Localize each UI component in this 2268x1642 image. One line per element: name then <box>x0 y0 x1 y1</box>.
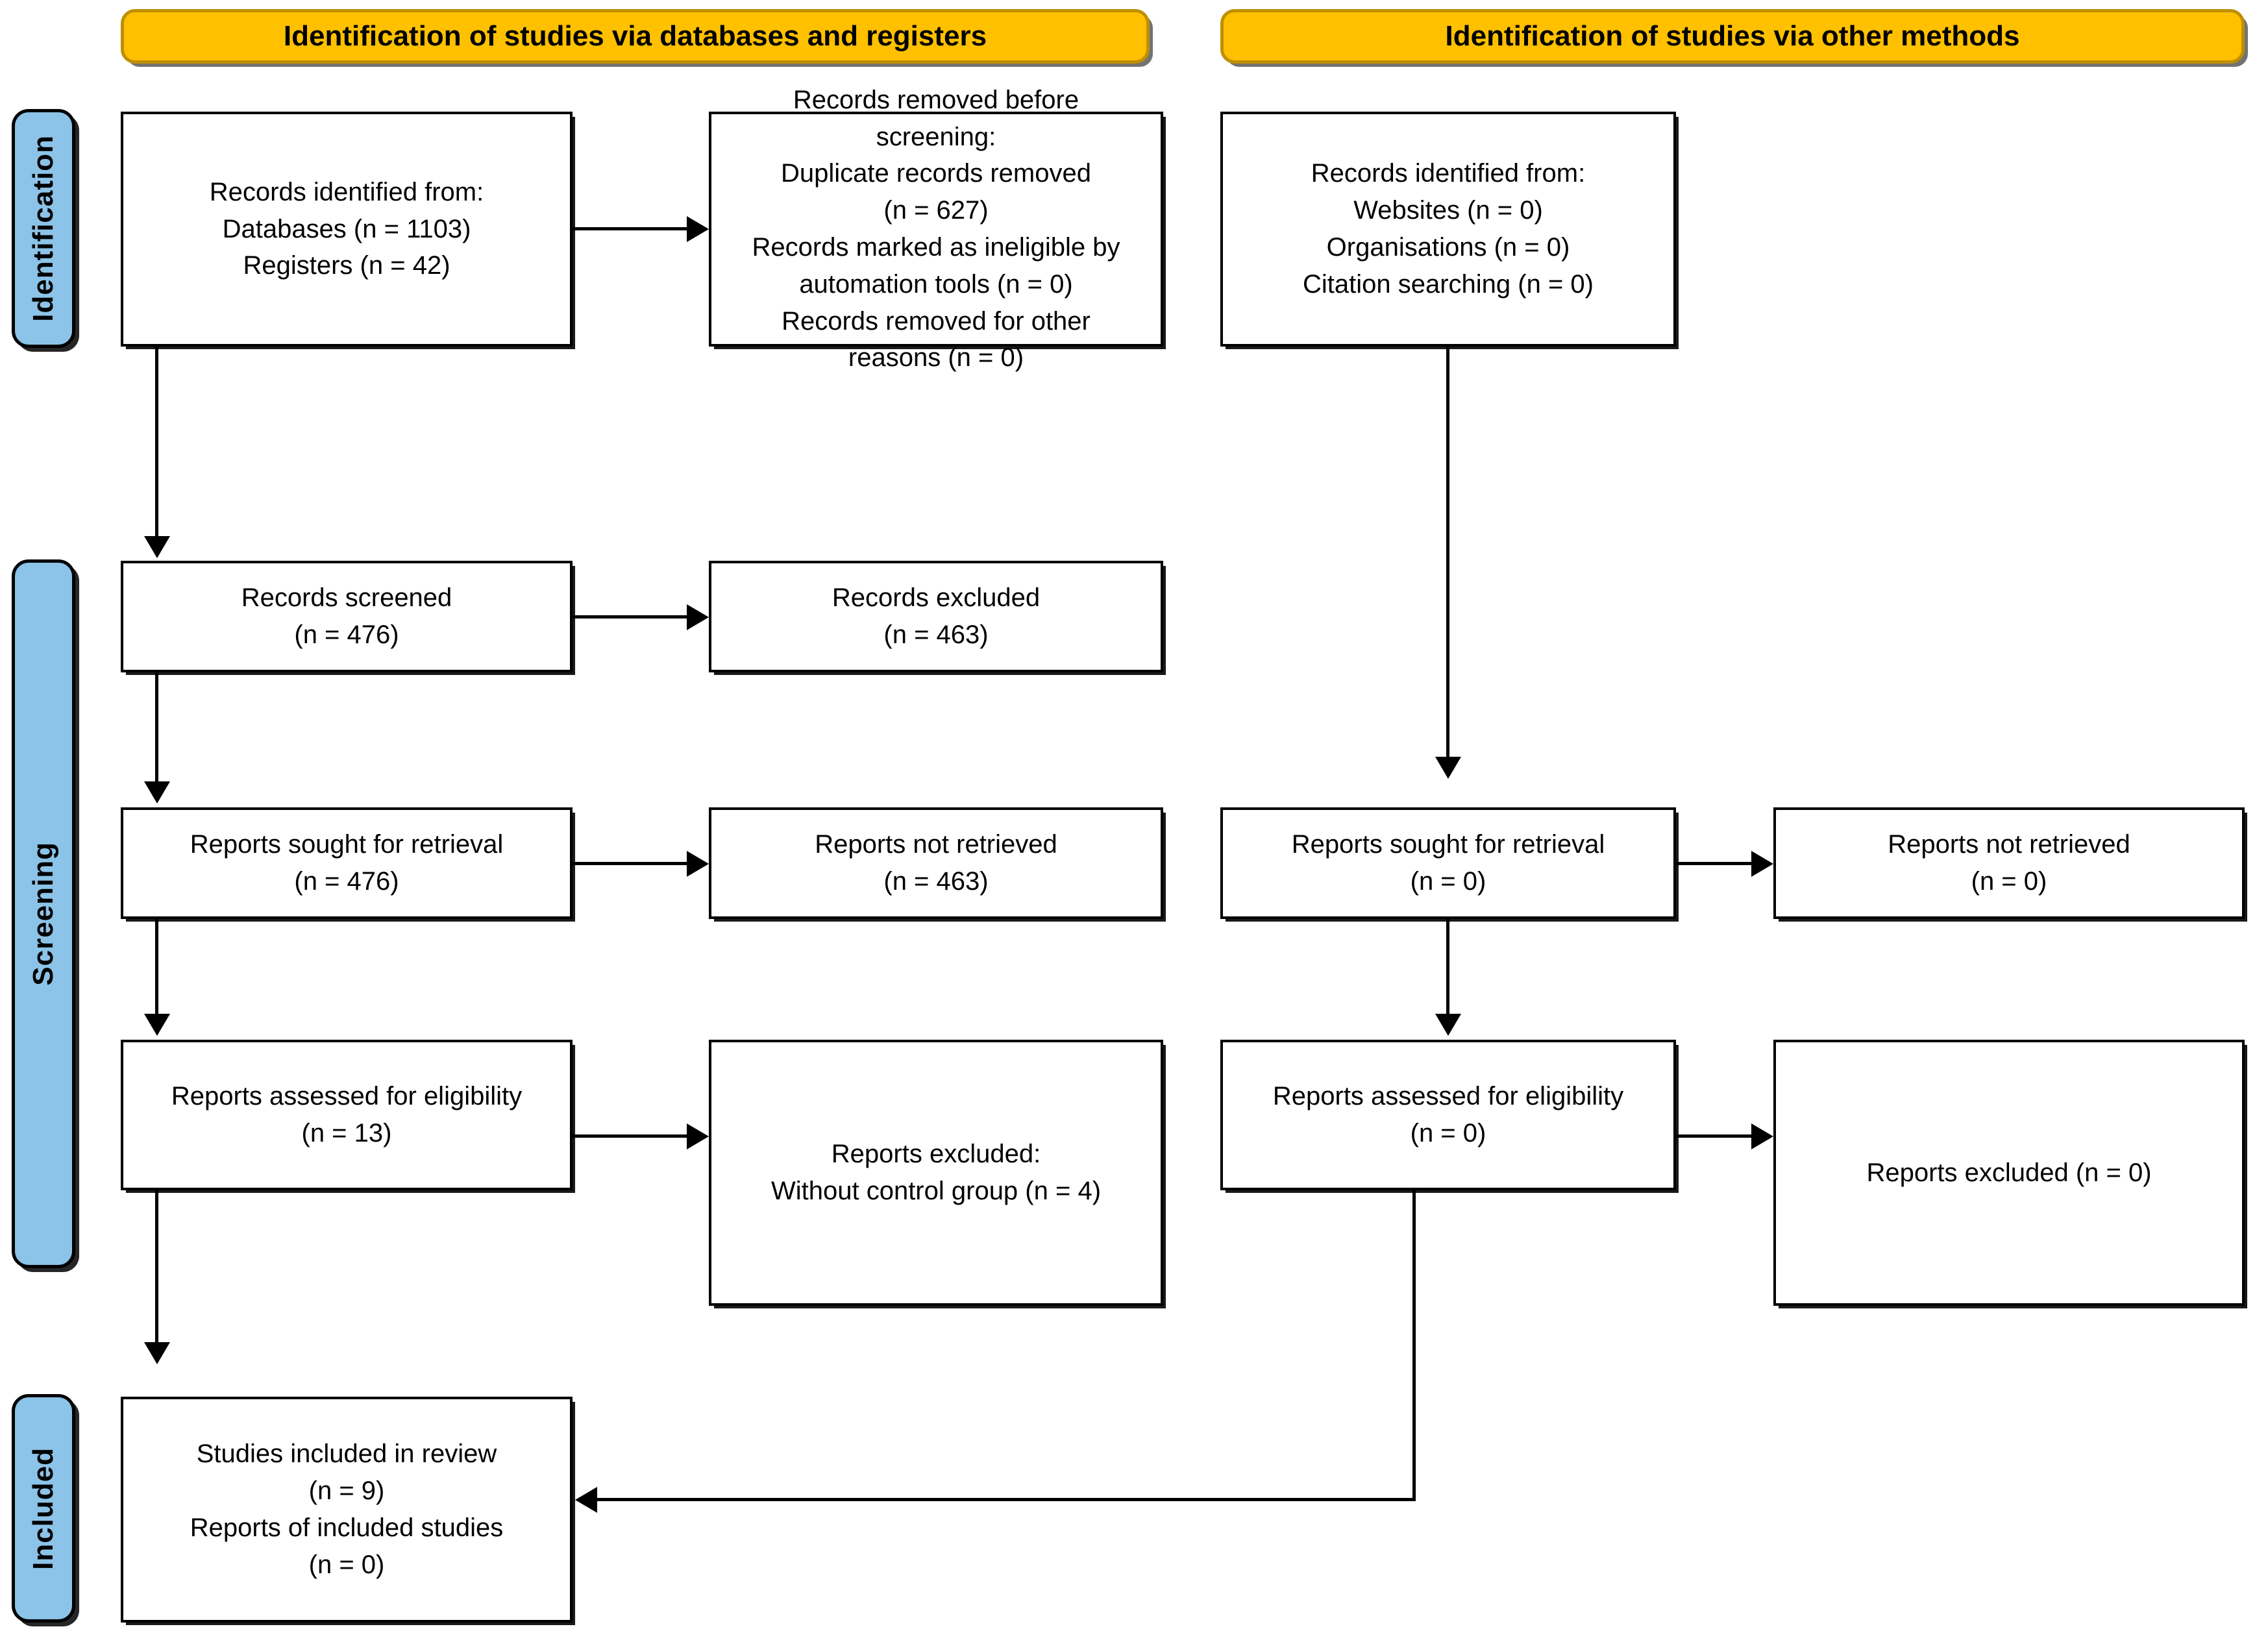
arrowhead-sought-to-assessed <box>144 1014 170 1036</box>
box-other-reports-not-retrieved-text: Reports not retrieved (n = 0) <box>1888 830 2130 896</box>
arrowhead-assessed-to-studies-included <box>144 1342 170 1364</box>
box-other-reports-not-retrieved: Reports not retrieved (n = 0) <box>1773 807 2245 919</box>
box-other-records-identified: Records identified from: Websites (n = 0… <box>1220 112 1676 347</box>
box-reports-excluded: Reports excluded: Without control group … <box>709 1040 1163 1306</box>
connector-other-assessed-elbow-horizontal <box>597 1498 1416 1501</box>
arrowhead-sought-to-not-retrieved <box>687 851 709 877</box>
box-reports-assessed-text: Reports assessed for eligibility (n = 13… <box>171 1082 523 1147</box>
banner-other-methods: Identification of studies via other meth… <box>1220 9 2245 64</box>
connector-other-assessed-to-reports-excluded <box>1676 1134 1753 1138</box>
banner-databases-registers-label: Identification of studies via databases … <box>283 20 987 52</box>
connector-other-sought-to-assessed <box>1446 919 1449 1016</box>
arrowhead-other-identified-to-sought <box>1435 757 1461 779</box>
stage-bar-identification-label: Identification <box>27 135 59 322</box>
box-reports-not-retrieved: Reports not retrieved (n = 463) <box>709 807 1163 919</box>
box-records-screened: Records screened (n = 476) <box>121 561 573 672</box>
box-reports-sought-text: Reports sought for retrieval (n = 476) <box>190 830 504 896</box>
connector-sought-to-assessed <box>155 919 158 1016</box>
arrowhead-other-assessed-to-reports-excluded <box>1751 1123 1773 1149</box>
arrowhead-other-sought-to-not-retrieved <box>1751 851 1773 877</box>
stage-bar-identification: Identification <box>12 109 75 348</box>
arrowhead-assessed-to-reports-excluded <box>687 1123 709 1149</box>
connector-other-sought-to-not-retrieved <box>1676 862 1753 865</box>
connector-sought-to-not-retrieved <box>573 862 688 865</box>
box-records-removed-before-screening: Records removed before screening: Duplic… <box>709 86 1163 372</box>
stage-bar-included-label: Included <box>27 1447 59 1570</box>
stage-bar-screening: Screening <box>12 559 75 1268</box>
arrowhead-identified-to-screened <box>144 536 170 558</box>
box-records-identified-text: Records identified from: Databases (n = … <box>209 177 484 280</box>
stage-bar-screening-label: Screening <box>27 842 59 986</box>
arrowhead-screened-to-excluded <box>687 604 709 630</box>
box-other-reports-excluded-text: Reports excluded (n = 0) <box>1866 1158 2152 1187</box>
connector-assessed-to-reports-excluded <box>573 1134 688 1138</box>
connector-identified-to-screened <box>155 347 158 539</box>
box-other-reports-assessed-text: Reports assessed for eligibility (n = 0) <box>1272 1082 1624 1147</box>
box-studies-included-text: Studies included in review (n = 9) Repor… <box>190 1440 504 1579</box>
box-records-excluded-text: Records excluded (n = 463) <box>832 583 1041 649</box>
box-reports-assessed-for-eligibility: Reports assessed for eligibility (n = 13… <box>121 1040 573 1190</box>
box-other-reports-sought-text: Reports sought for retrieval (n = 0) <box>1291 830 1605 896</box>
box-reports-excluded-text: Reports excluded: Without control group … <box>770 1140 1102 1205</box>
connector-identified-to-removed <box>573 227 688 230</box>
connector-screened-to-sought <box>155 672 158 784</box>
box-other-reports-excluded: Reports excluded (n = 0) <box>1773 1040 2245 1306</box>
box-other-records-identified-text: Records identified from: Websites (n = 0… <box>1302 159 1594 299</box>
connector-other-assessed-elbow-vertical <box>1412 1190 1416 1501</box>
box-reports-not-retrieved-text: Reports not retrieved (n = 463) <box>815 830 1057 896</box>
arrowhead-other-assessed-to-studies-included <box>575 1487 597 1513</box>
arrowhead-screened-to-sought <box>144 781 170 803</box>
box-records-identified: Records identified from: Databases (n = … <box>121 112 573 347</box>
connector-screened-to-excluded <box>573 615 688 619</box>
box-records-screened-text: Records screened (n = 476) <box>241 583 452 649</box>
arrowhead-identified-to-removed <box>687 216 709 242</box>
banner-other-methods-label: Identification of studies via other meth… <box>1445 20 2020 52</box>
box-records-excluded: Records excluded (n = 463) <box>709 561 1163 672</box>
stage-bar-included: Included <box>12 1394 75 1623</box>
connector-other-identified-to-sought <box>1446 347 1449 759</box>
box-studies-included-in-review: Studies included in review (n = 9) Repor… <box>121 1397 573 1623</box>
box-reports-sought-for-retrieval: Reports sought for retrieval (n = 476) <box>121 807 573 919</box>
banner-databases-registers: Identification of studies via databases … <box>121 9 1150 64</box>
connector-assessed-to-studies-included <box>155 1190 158 1345</box>
box-records-removed-text: Records removed before screening: Duplic… <box>752 85 1120 373</box>
box-other-reports-assessed-for-eligibility: Reports assessed for eligibility (n = 0) <box>1220 1040 1676 1190</box>
box-other-reports-sought-for-retrieval: Reports sought for retrieval (n = 0) <box>1220 807 1676 919</box>
arrowhead-other-sought-to-assessed <box>1435 1014 1461 1036</box>
